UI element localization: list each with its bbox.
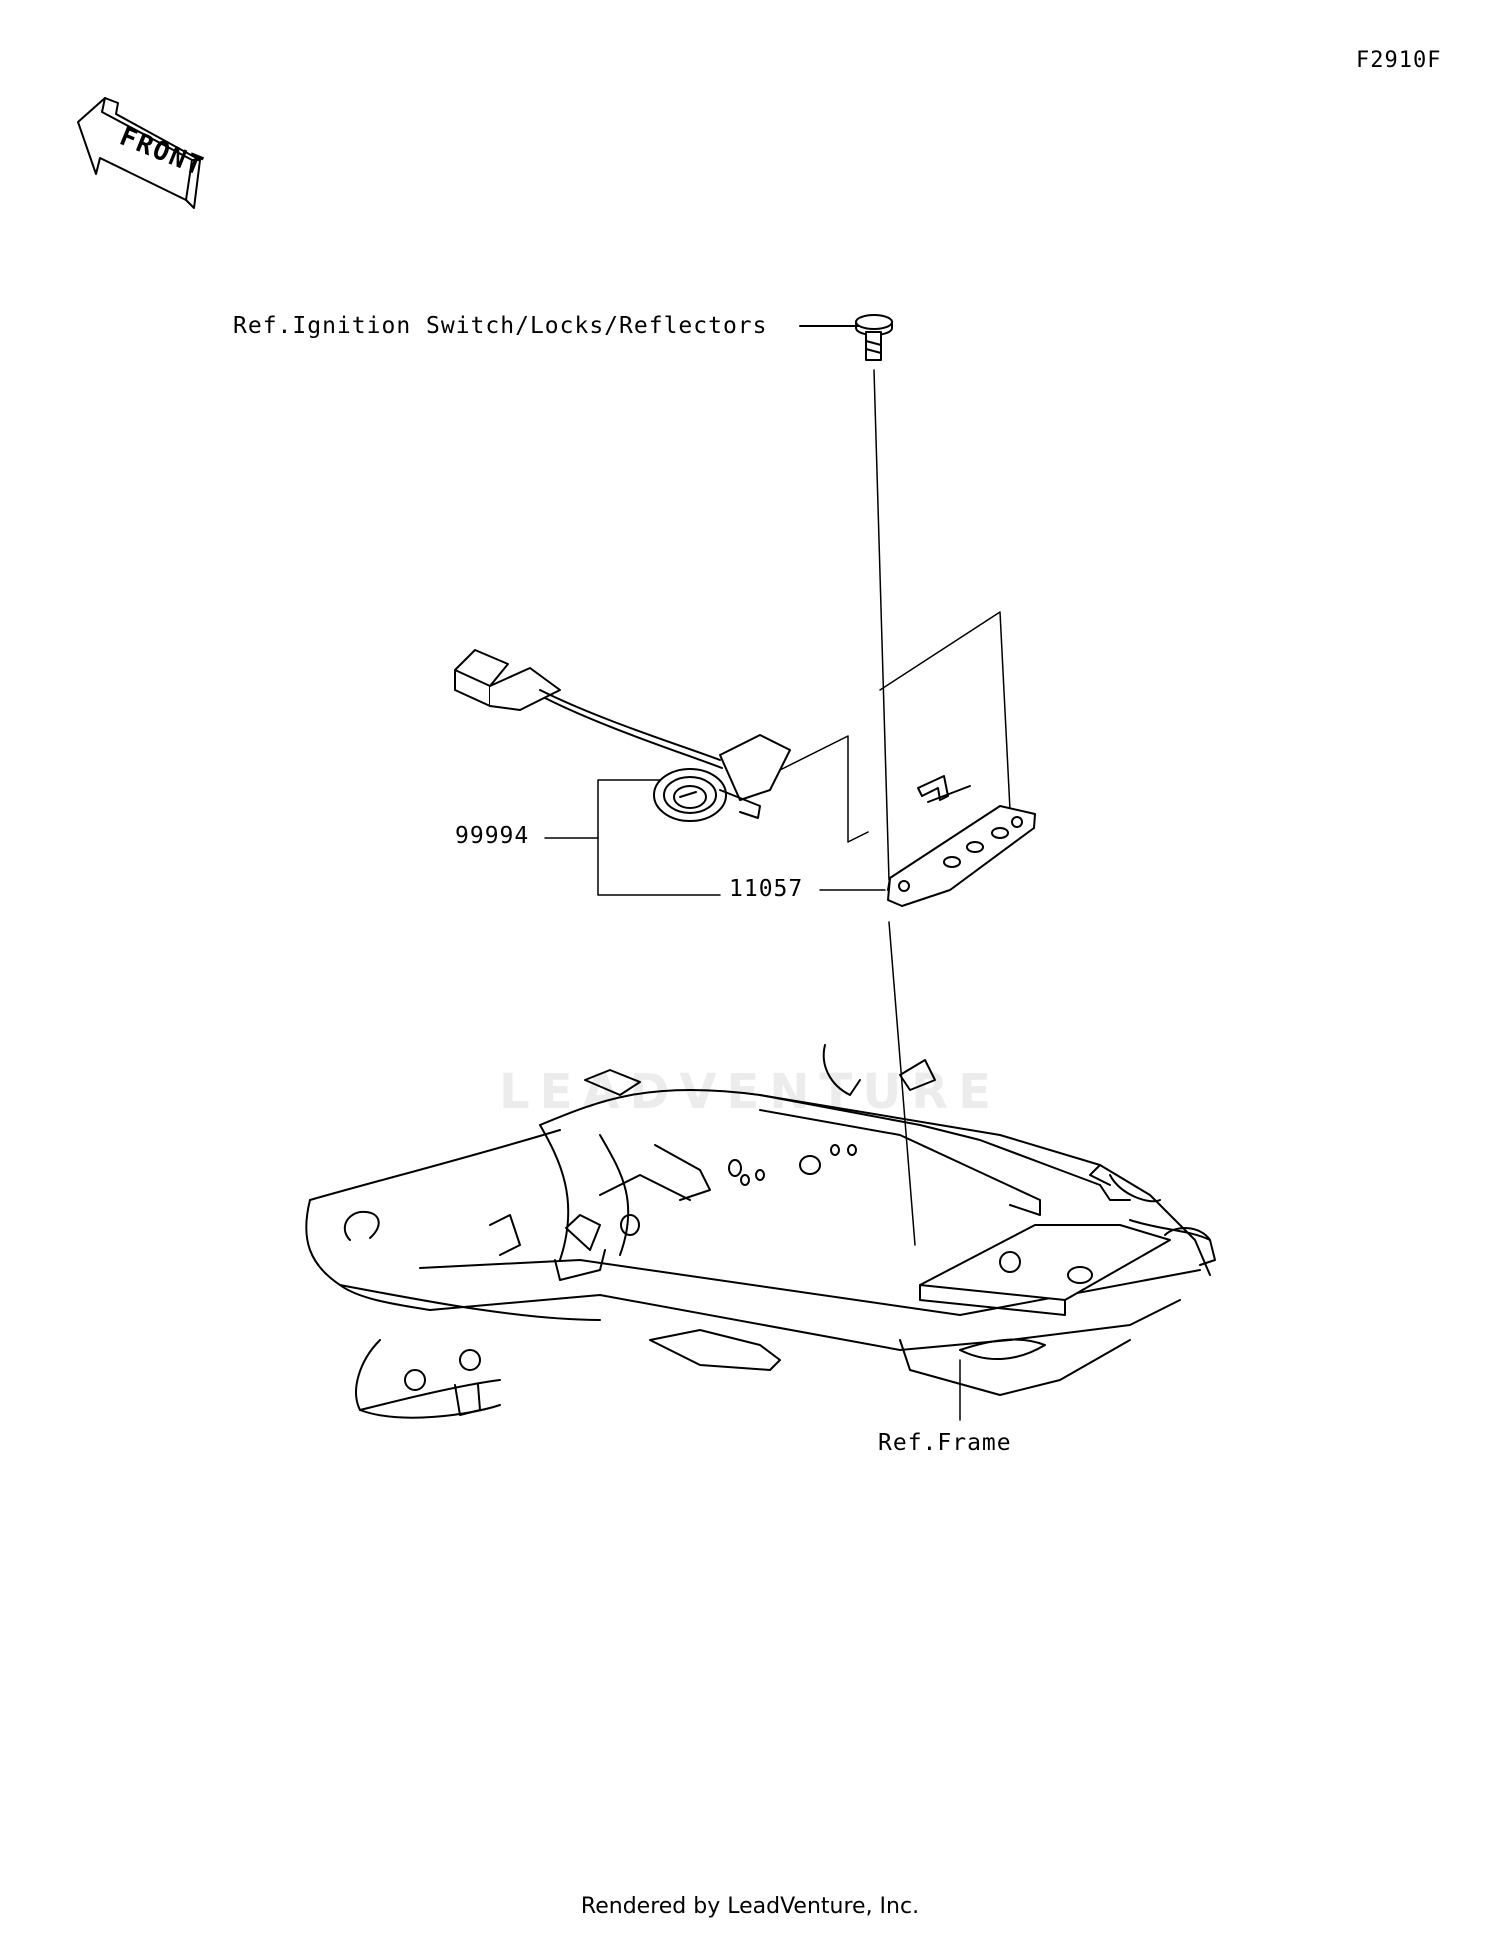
ref-ignition-label[interactable]: Ref.Ignition Switch/Locks/Reflectors [233,313,768,339]
front-arrow-icon: FRONT [77,97,208,209]
ignition-switch [454,649,791,822]
center-line-upper [873,369,890,881]
part-11057-label[interactable]: 11057 [729,876,804,902]
diagram-code: F2910F [1356,48,1442,73]
frame [305,1044,1216,1421]
watermark: LEADVENTURE [499,1064,1001,1120]
switch-guide-lines [769,735,869,843]
footer-credit: Rendered by LeadVenture, Inc. [580,1894,920,1919]
bolt-icon [855,314,893,361]
center-line-lower [888,921,916,1246]
bracket-guide-lines [879,611,1011,811]
bracket-plate [887,775,1036,907]
part-99994-label[interactable]: 99994 [455,823,530,849]
ref-frame-label[interactable]: Ref.Frame [878,1430,1012,1456]
